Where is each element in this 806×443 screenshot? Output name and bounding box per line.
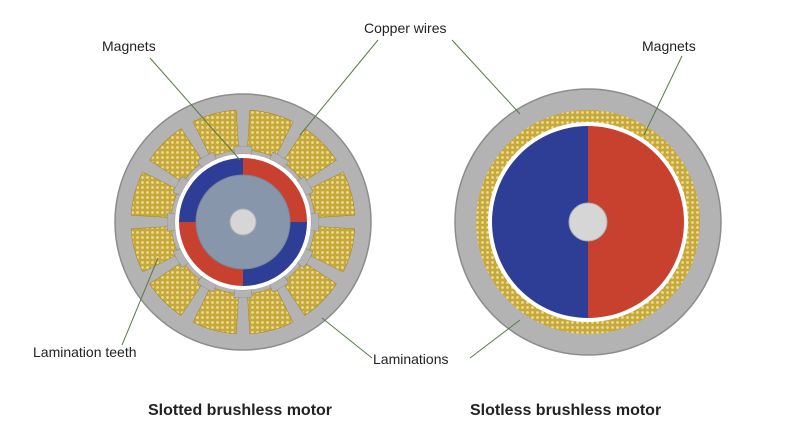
slotted-winding-slots (130, 109, 356, 335)
copper-wire-slot (247, 286, 294, 335)
lamination-tooth (307, 163, 342, 187)
copper-wire-slot (149, 261, 204, 316)
copper-wire-slot (130, 226, 179, 273)
leader-magnets-left (149, 57, 241, 161)
leader-copper-wires-right (451, 39, 521, 115)
slotted-motor (114, 93, 372, 351)
caption-slotted-motor: Slotted brushless motor (148, 402, 333, 419)
copper-wire-slot (307, 226, 356, 273)
leader-lines (121, 39, 683, 359)
label-magnets-right: Magnets (642, 38, 696, 54)
caption-slotless-motor: Slotless brushless motor (470, 402, 662, 419)
slotless-motor (454, 88, 722, 356)
label-magnets-left: Magnets (102, 38, 156, 54)
magnet-south-segment (243, 158, 307, 222)
magnet-north-segment (179, 158, 243, 222)
label-laminations: Laminations (373, 351, 449, 367)
lamination-tooth (144, 163, 179, 187)
leader-lamination-teeth (121, 257, 159, 346)
lamination-tooth (278, 286, 302, 321)
slotless-shaft (568, 202, 608, 242)
lamination-tooth (278, 123, 302, 158)
copper-wire-slot (149, 128, 204, 183)
copper-wire-slot (307, 171, 356, 218)
slotted-rotor-magnets (179, 158, 307, 286)
copper-wire-slot (282, 261, 337, 316)
slotted-shaft (229, 208, 257, 236)
label-lamination-teeth: Lamination teeth (33, 344, 137, 360)
leader-copper-wires-left (299, 39, 379, 136)
copper-wire-slot (247, 109, 294, 158)
lamination-tooth-tip (233, 289, 253, 299)
label-copper-wires: Copper wires (364, 20, 447, 36)
leader-magnets-right (643, 55, 683, 136)
magnet-south-segment (179, 222, 243, 286)
lamination-tooth (184, 123, 208, 158)
leader-laminations-left (321, 317, 373, 359)
lamination-tooth (307, 257, 342, 281)
slotless-magnet-south (588, 126, 684, 318)
lamination-tooth-tip (166, 212, 176, 232)
lamination-tooth-tip (310, 212, 320, 232)
copper-wire-slot (282, 128, 337, 183)
magnet-north-segment (243, 222, 307, 286)
copper-wire-slot (130, 171, 179, 218)
lamination-tooth (184, 286, 208, 321)
lamination-tooth-tip (233, 145, 253, 155)
leader-laminations-right (469, 319, 521, 359)
slotless-magnet-north (492, 126, 588, 318)
copper-wire-slot (192, 286, 239, 335)
